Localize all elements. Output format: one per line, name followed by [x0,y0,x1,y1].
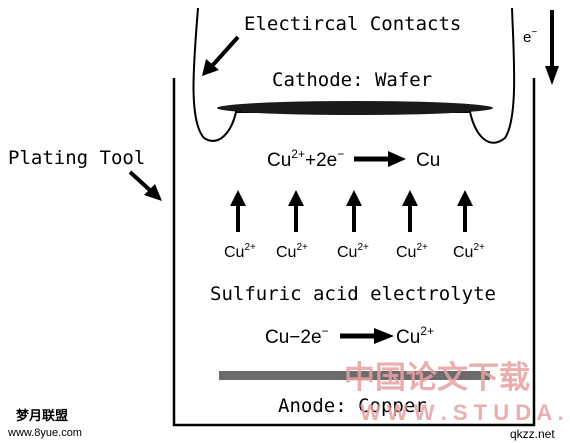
ion-migration-arrows [230,190,473,232]
copper-ion: Cu2+ [453,242,485,261]
wafer [217,101,493,115]
electrical-contacts-arrow [202,35,240,76]
watermark-corner-right: qkzz.net [510,427,555,441]
watermark-site-url: W W W . S T U D A . [360,400,564,425]
copper-ions: Cu2+ Cu2+ Cu2+ Cu2+ Cu2+ [224,242,485,261]
ion-arrow [346,190,362,232]
cathode-product: Cu [416,150,440,171]
cathode-label: Cathode: Wafer [272,69,432,91]
copper-ion: Cu2+ [396,242,428,261]
ion-arrow [288,190,304,232]
ion-arrow [402,190,418,232]
watermark-site-cn: 中国论文下载 [344,360,530,396]
watermark-corner-cn: 梦月联盟 [16,408,68,424]
anode-reaction-arrow [340,328,394,344]
plating-tool-arrow [128,170,162,201]
anode-reaction: Cu−2e− [265,324,329,348]
watermark-corner-url: www.8yue.com [7,427,82,439]
cathode-reaction-arrow [354,151,406,167]
copper-ion: Cu2+ [224,242,256,261]
anode-product: Cu2+ [396,324,434,348]
electron-label: e− [523,27,537,46]
copper-anode [219,371,490,380]
ion-arrow [230,190,246,232]
copper-ion: Cu2+ [337,242,369,261]
plating-tool-label: Plating Tool [8,147,145,169]
electrolyte-label: Sulfuric acid electrolyte [210,283,496,305]
plating-tank [172,78,536,427]
anode-label: Anode: Copper [278,395,427,417]
copper-ion: Cu2+ [276,242,308,261]
ion-arrow [457,190,473,232]
wafer-holder [192,7,516,144]
cathode-reaction: Cu2++2e− [267,147,344,171]
electrical-contacts-label: Electircal Contacts [244,13,461,35]
electron-flow-arrow [545,10,559,85]
